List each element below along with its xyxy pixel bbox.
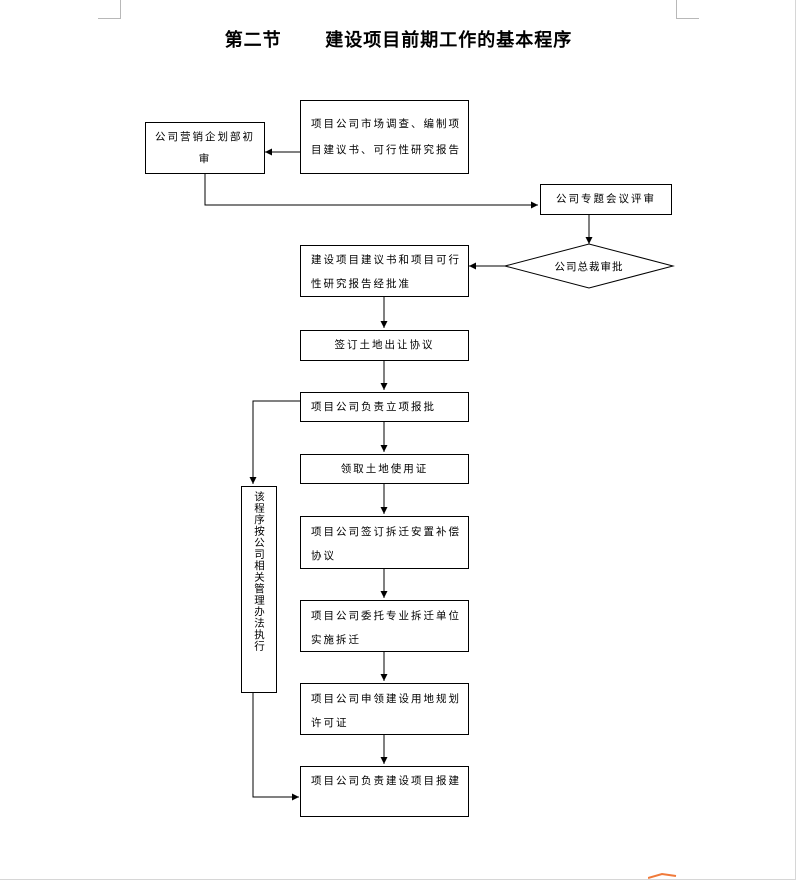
side-note-text: 该程序按公司相关管理办法执行 bbox=[253, 491, 265, 652]
box-side-note: 该程序按公司相关管理办法执行 bbox=[241, 486, 277, 693]
arrow-approval-to-note bbox=[249, 400, 300, 484]
box-relocation-agreement: 项目公司签订拆迁安置补偿协议 bbox=[300, 516, 469, 569]
box-planning-permit: 项目公司申领建设用地规划许可证 bbox=[300, 683, 469, 735]
box-special-meeting: 公司专题会议评审 bbox=[540, 184, 672, 215]
margin-mark-top-left bbox=[98, 0, 121, 19]
box-relocation-contract: 项目公司委托专业拆迁单位实施拆迁 bbox=[300, 600, 469, 652]
box-proposal-approved: 建设项目建议书和项目可行性研究报告经批准 bbox=[300, 245, 469, 297]
margin-mark-top-right bbox=[676, 0, 699, 19]
box-marketing-review: 公司营销企划部初审 bbox=[145, 122, 265, 174]
page-title: 第二节 建设项目前期工作的基本程序 bbox=[224, 30, 573, 51]
box-construction-report: 项目公司负责建设项目报建 bbox=[300, 766, 469, 817]
box-land-agreement: 签订土地出让协议 bbox=[300, 330, 469, 361]
scan-artifact-mark bbox=[648, 872, 677, 879]
arrow-note-to-report bbox=[252, 693, 299, 801]
label-ceo-approval: 公司总裁审批 bbox=[554, 261, 624, 273]
box-land-certificate: 领取土地使用证 bbox=[300, 454, 469, 484]
arrow-review-to-meeting bbox=[204, 174, 538, 209]
ceo-approval-diamond bbox=[503, 243, 675, 289]
box-market-survey: 项目公司市场调查、编制项目建议书、可行性研究报告 bbox=[300, 100, 469, 174]
box-project-approval: 项目公司负责立项报批 bbox=[300, 392, 469, 422]
